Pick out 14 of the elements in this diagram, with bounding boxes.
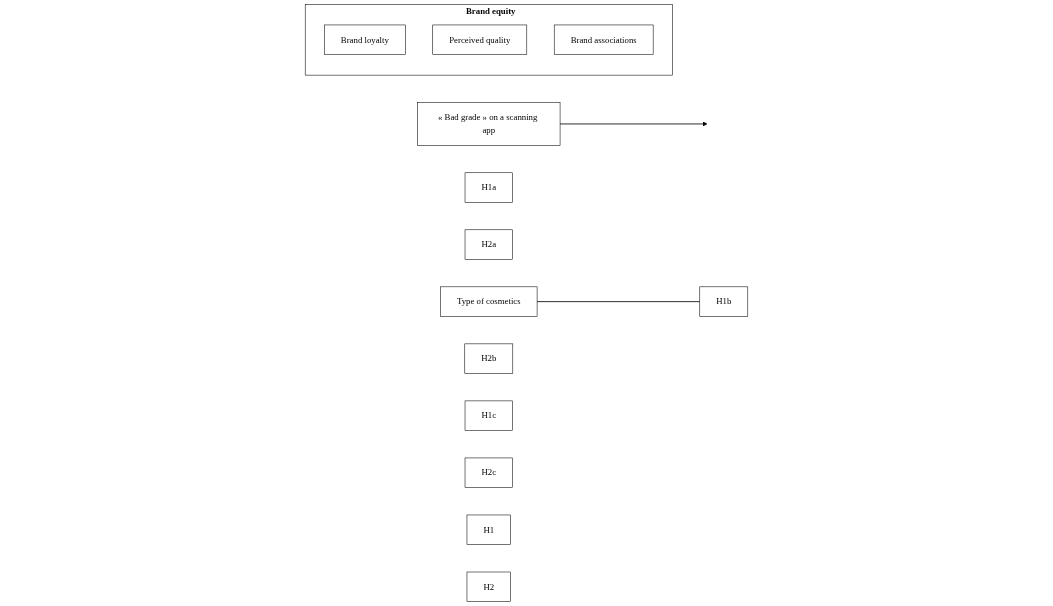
node-box: H2b [464,343,514,374]
node-box: H1 [466,514,511,545]
node-box: Brand associations [553,24,654,55]
node-box: H2 [466,571,511,602]
node-box: H2c [464,457,513,488]
node-box: Perceived quality [432,24,528,55]
node-box: H1a [464,172,513,203]
node-box: H1b [699,286,749,317]
node-box: H2a [464,229,513,260]
node-box: H1c [464,400,513,431]
node-box: Brand loyalty [324,24,406,55]
node-box: « Bad grade » on a scanning app [417,102,561,146]
node-box: Type of cosmetics [440,286,538,317]
connector [536,301,701,303]
